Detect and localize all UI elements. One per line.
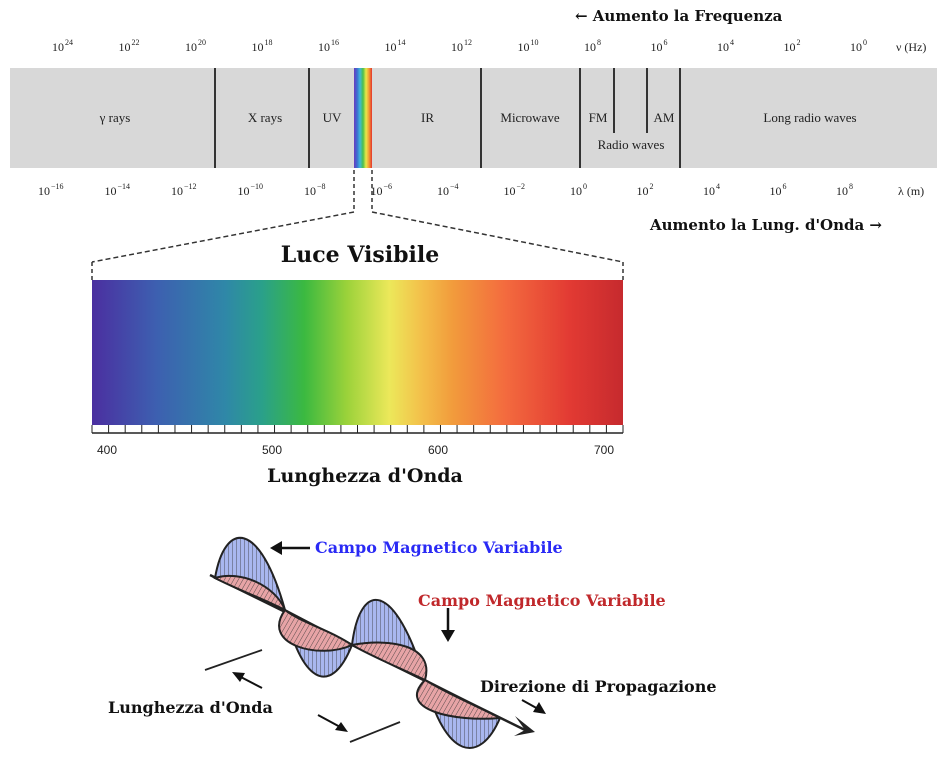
wavelength-tick: 10−16 bbox=[38, 182, 64, 198]
frequency-tick: 1018 bbox=[251, 38, 273, 54]
divider-radio-long bbox=[679, 68, 681, 168]
frequency-tick: 100 bbox=[850, 38, 867, 54]
wavelength-tick: 10−6 bbox=[370, 182, 393, 198]
region-am: AM bbox=[653, 110, 675, 125]
region-gamma: γ rays bbox=[99, 110, 131, 125]
region-uv: UV bbox=[322, 110, 342, 125]
region-ir: IR bbox=[421, 110, 434, 125]
frequency-tick: 1024 bbox=[52, 38, 73, 54]
frequency-tick: 1012 bbox=[451, 38, 472, 54]
wavelength-tick: 106 bbox=[769, 182, 787, 198]
wavelength-tick: 10−12 bbox=[171, 182, 197, 198]
wavelength-tick: 100 bbox=[570, 182, 587, 198]
divider-xray-uv bbox=[308, 68, 310, 168]
red-lobe-4 bbox=[416, 678, 504, 720]
region-xray: X rays bbox=[247, 110, 283, 125]
wavelength-tick: 108 bbox=[836, 182, 853, 198]
wavelength-unit: λ (m) bbox=[898, 184, 925, 198]
wavelength-ruler bbox=[91, 425, 624, 434]
frequency-tick: 108 bbox=[584, 38, 601, 54]
region-long-radio: Long radio waves bbox=[763, 110, 857, 125]
frequency-tick: 104 bbox=[717, 38, 734, 54]
frequency-unit: ν (Hz) bbox=[896, 40, 927, 54]
wavelength-tick: 10−4 bbox=[437, 182, 459, 198]
visible-light-title: Luce Visibile bbox=[280, 242, 440, 268]
frequency-tick: 1016 bbox=[318, 38, 339, 54]
region-radio: Radio waves bbox=[597, 137, 665, 152]
wl-tick-500: 500 bbox=[262, 443, 283, 457]
frequency-tick: 1014 bbox=[384, 38, 406, 54]
region-fm: FM bbox=[588, 110, 608, 125]
wavelength-tick: 10−14 bbox=[104, 182, 131, 198]
wavelength-tick: 10−2 bbox=[503, 182, 526, 198]
wavelength-tick: 104 bbox=[703, 182, 720, 198]
visible-axis-label: Lunghezza d'Onda bbox=[267, 465, 463, 487]
wl-tick-600: 600 bbox=[428, 443, 449, 457]
wavelength-tick: 10−10 bbox=[237, 182, 264, 198]
frequency-axis-title: ← Aumento la Frequenza bbox=[575, 7, 783, 25]
divider-am-left bbox=[646, 68, 648, 133]
wavelength-tick: 102 bbox=[636, 182, 654, 198]
label-direction: Direzione di Propagazione bbox=[480, 677, 717, 696]
divider-ir-microwave bbox=[480, 68, 482, 168]
divider-gamma-xray bbox=[214, 68, 216, 168]
visible-strip bbox=[354, 68, 372, 168]
frequency-tick: 102 bbox=[783, 38, 801, 54]
visible-spectrum-bar bbox=[92, 280, 623, 425]
divider-fm bbox=[613, 68, 615, 133]
zoom-lines bbox=[91, 170, 624, 280]
red-lobe-3 bbox=[349, 641, 428, 682]
wl-tick-700: 700 bbox=[594, 443, 615, 457]
wavelength-tick: 10−8 bbox=[304, 182, 326, 198]
region-microwave: Microwave bbox=[500, 110, 560, 125]
red-lobe-2 bbox=[278, 608, 355, 652]
divider-microwave-fm bbox=[579, 68, 581, 168]
label-red-field: Campo Magnetico Variabile bbox=[418, 591, 666, 610]
frequency-tick: 1020 bbox=[185, 38, 206, 54]
wavelength-axis-title: Aumento la Lung. d'Onda → bbox=[650, 216, 883, 234]
label-blue-field: Campo Magnetico Variabile bbox=[315, 538, 563, 557]
em-spectrum-band bbox=[10, 68, 937, 168]
frequency-tick: 1022 bbox=[118, 38, 140, 54]
wl-tick-400: 400 bbox=[97, 443, 118, 457]
propagation-arrowhead bbox=[514, 716, 535, 736]
frequency-tick: 1010 bbox=[517, 38, 539, 54]
frequency-tick: 106 bbox=[650, 38, 668, 54]
label-wave-length: Lunghezza d'Onda bbox=[108, 698, 273, 717]
